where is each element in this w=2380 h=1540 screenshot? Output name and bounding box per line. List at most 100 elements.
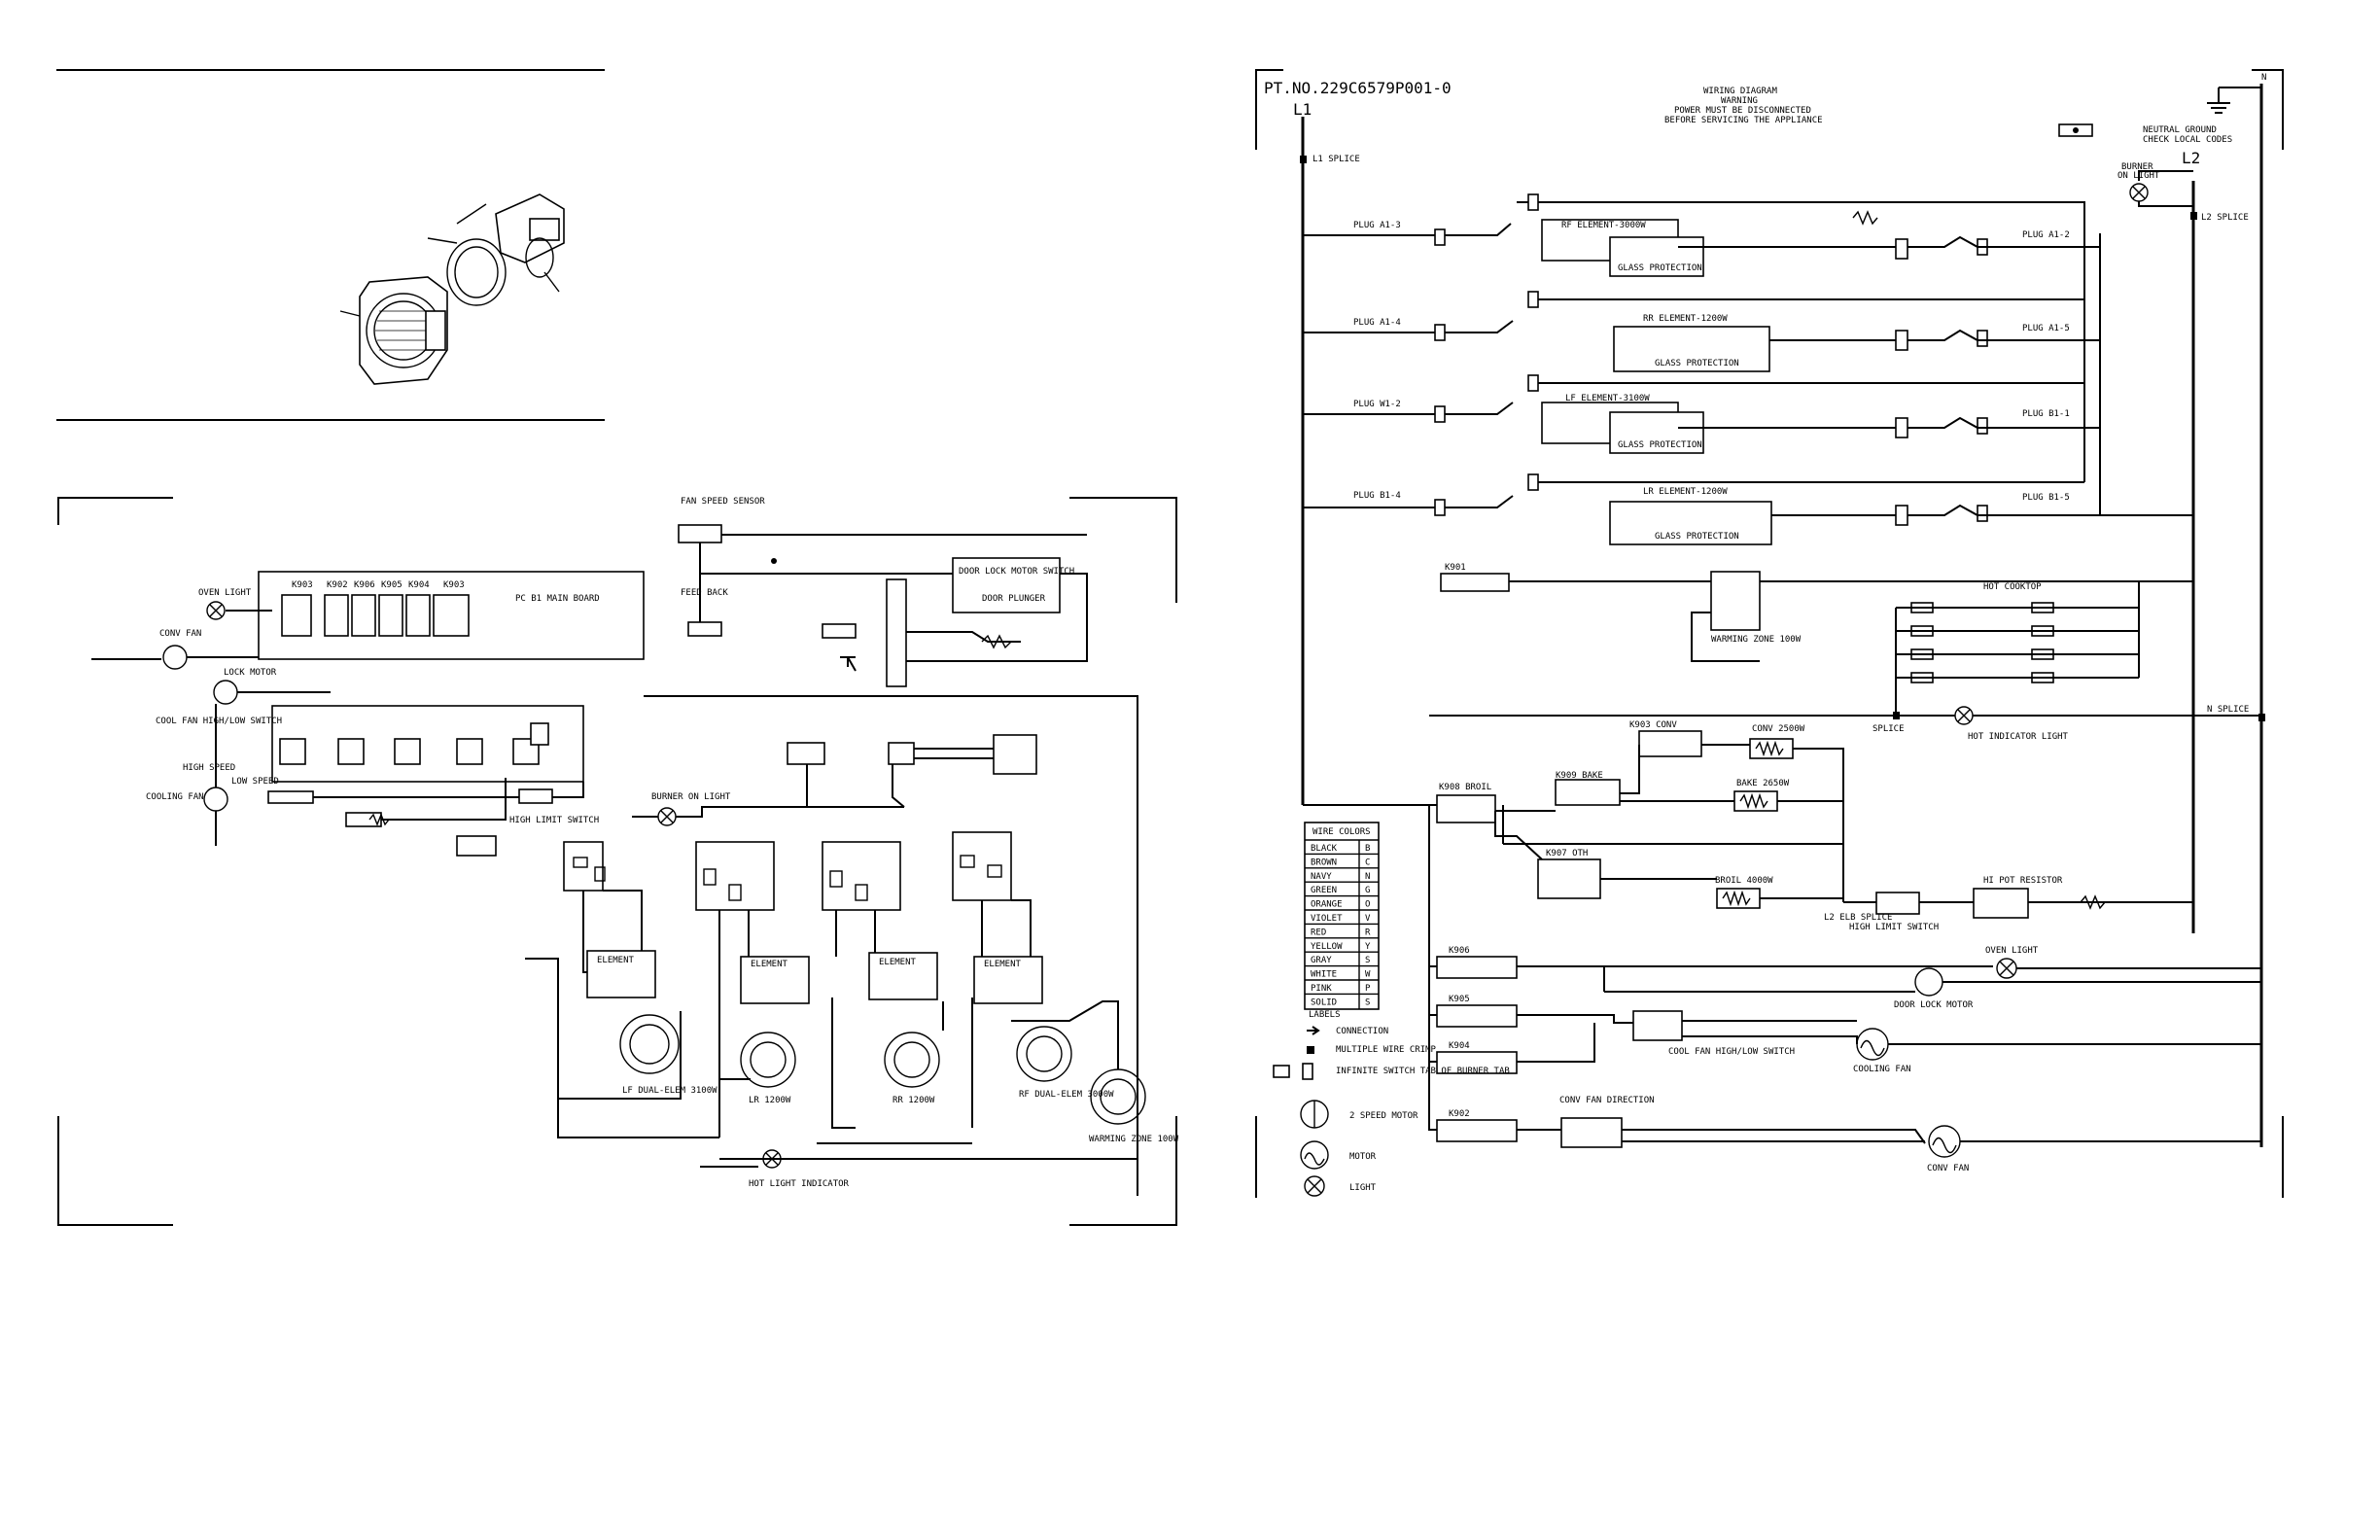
rr-dial-label: RR 1200W: [892, 1096, 935, 1105]
hot-light-left-label: HOT LIGHT INDICATOR: [749, 1179, 850, 1189]
lf-plug-out: PLUG B1-1: [2022, 409, 2070, 419]
svg-text:K903: K903: [443, 580, 465, 590]
lr-element-label: LR ELEMENT-1200W: [1643, 487, 1728, 497]
high-limit-left-label: HIGH LIMIT SWITCH: [509, 816, 599, 825]
k902-label: K902: [1449, 1109, 1470, 1119]
warming-zone-label: WARMING ZONE 100W: [1711, 635, 1802, 645]
l1-splice-label: L1 SPLICE: [1312, 155, 1360, 164]
lr-dial-label: LR 1200W: [749, 1096, 791, 1105]
header-line-3: POWER MUST BE DISCONNECTED: [1674, 106, 1811, 116]
high-limit-label: HIGH LIMIT SWITCH: [1849, 923, 1939, 932]
wire-color-name: GREEN: [1311, 886, 1337, 895]
left-element-blocks: [586, 950, 1043, 1004]
element-label-2: ELEMENT: [751, 960, 788, 969]
svg-text:MULTIPLE WIRE CRIMP: MULTIPLE WIRE CRIMP: [1336, 1045, 1437, 1055]
terminal-l2: L2: [2182, 149, 2200, 167]
warming-dial-label: WARMING ZONE 100W: [1089, 1135, 1179, 1144]
lf-dial-label: LF DUAL-ELEM 3100W: [622, 1086, 718, 1096]
header-line-1: WIRING DIAGRAM: [1703, 87, 1777, 96]
oven-light-left-label: OVEN LIGHT: [198, 588, 252, 598]
svg-text:INFINITE SWITCH TAB OF BURNER: INFINITE SWITCH TAB OF BURNER TAB: [1336, 1067, 1510, 1076]
door-lock-motor-icon: [1914, 967, 1943, 997]
wire-color-name: YELLOW: [1311, 942, 1343, 952]
burner-light-left-label: BURNER ON LIGHT: [651, 792, 731, 802]
feed-back-label: FEED BACK: [681, 588, 728, 598]
lf-glass: GLASS PROTECTION: [1618, 440, 1702, 450]
low-speed-label: LOW SPEED: [231, 777, 279, 787]
broil-label: BROIL 4000W: [1715, 876, 1773, 886]
wire-color-code: V: [1365, 914, 1371, 924]
lr-plug-out: PLUG B1-5: [2022, 493, 2070, 503]
rf-plug-in: PLUG A1-3: [1353, 221, 1401, 230]
svg-text:CONNECTION: CONNECTION: [1336, 1027, 1388, 1036]
part-number: PT.NO.229C6579P001-0: [1264, 79, 1452, 97]
cooktop-switches: [1910, 602, 2054, 683]
ground-note-1: NEUTRAL GROUND: [2143, 125, 2217, 135]
element-label-1: ELEMENT: [597, 956, 635, 965]
rf-glass: GLASS PROTECTION: [1618, 263, 1702, 273]
legend-motor-icon: MOTOR: [1300, 1140, 1377, 1170]
wire-color-code: C: [1365, 858, 1370, 867]
ground-icon: [2207, 87, 2261, 114]
svg-text:LIGHT: LIGHT: [1349, 1183, 1377, 1193]
wire-color-name: BROWN: [1311, 858, 1337, 867]
k905-label: K905: [1449, 995, 1470, 1004]
wire-color-name: PINK: [1311, 984, 1332, 994]
element-row-lf: LF ELEMENT-3100W PLUG W1-2 PLUG B1-1 GLA…: [1303, 374, 2100, 454]
legend-connection: CONNECTION: [1307, 1026, 1388, 1036]
element-label-4: ELEMENT: [984, 960, 1022, 969]
legend-title: LABELS: [1309, 1010, 1341, 1020]
lock-motor-left: [213, 680, 238, 705]
conv-fan-label: CONV FAN: [1927, 1164, 1969, 1173]
l2-splice-label: L2 SPLICE: [2201, 213, 2249, 223]
l2-elb-splice-label: L2 ELB SPLICE: [1824, 913, 1892, 923]
cool-fan-switch-left-label: COOL FAN HIGH/LOW SWITCH: [156, 717, 282, 726]
wire-color-code: W: [1365, 970, 1371, 980]
legend-light-icon: LIGHT: [1304, 1175, 1377, 1197]
svg-text:K905: K905: [381, 580, 402, 590]
svg-text:MOTOR: MOTOR: [1349, 1152, 1377, 1162]
left-dials: [619, 1014, 1146, 1125]
hot-light-left: [762, 1149, 782, 1169]
rf-dial-label: RF DUAL-ELEM 3000W: [1019, 1090, 1114, 1100]
right-page: PT.NO.229C6579P001-0 WIRING DIAGRAM WARN…: [1255, 69, 2284, 1198]
conv-label: CONV 2500W: [1752, 724, 1805, 734]
cooling-fan-left-label: COOLING FAN: [146, 792, 204, 802]
lock-motor-left-label: LOCK MOTOR: [224, 668, 277, 678]
wire-color-code: R: [1365, 928, 1371, 937]
conv-fan-left-label: CONV FAN: [159, 629, 201, 639]
hot-indicator-label: HOT INDICATOR LIGHT: [1968, 732, 2069, 742]
wire-colors-title: WIRE COLORS: [1312, 827, 1371, 837]
wire-color-code: S: [1365, 998, 1370, 1007]
door-plunger-label: DOOR PLUNGER: [982, 594, 1046, 604]
cooling-fan-left: [203, 787, 228, 812]
k909-label: K909 BAKE: [1556, 771, 1603, 781]
lr-glass: GLASS PROTECTION: [1655, 532, 1739, 542]
terminal-n: N: [2261, 73, 2266, 83]
splice-label: SPLICE: [1872, 724, 1905, 734]
oven-light-label: OVEN LIGHT: [1985, 946, 2039, 956]
wire-color-name: WHITE: [1311, 970, 1337, 980]
wire-color-code: N: [1365, 872, 1370, 882]
wire-color-code: S: [1365, 956, 1370, 965]
element-row-lr: LR ELEMENT-1200W PLUG B1-4 PLUG B1-5 GLA…: [1303, 473, 2100, 545]
legend-infinite-switch: INFINITE SWITCH TAB OF BURNER TAB: [1273, 1063, 1510, 1080]
element-row-rf: RF ELEMENT-3000W PLUG A1-3 PLUG A1-2 GLA…: [1303, 193, 2101, 277]
wire-color-name: ORANGE: [1311, 900, 1343, 910]
k903-label: K903 CONV: [1629, 720, 1677, 730]
wire-color-name: GRAY: [1311, 956, 1332, 965]
cooling-fan-label: COOLING FAN: [1853, 1065, 1911, 1074]
wire-color-code: G: [1365, 886, 1370, 895]
wire-color-code: O: [1365, 900, 1370, 910]
wire-color-code: B: [1365, 844, 1370, 854]
hot-cooktop-label: HOT COOKTOP: [1983, 582, 2042, 592]
wire-color-name: NAVY: [1311, 872, 1332, 882]
fan-assembly-illustration: [339, 193, 565, 385]
n-splice-label: N SPLICE: [2207, 705, 2249, 715]
cool-fan-switch-label: COOL FAN HIGH/LOW SWITCH: [1668, 1047, 1795, 1057]
cooling-fan-icon: [1856, 1028, 1889, 1061]
bake-label: BAKE 2650W: [1736, 779, 1790, 788]
rr-plug-out: PLUG A1-5: [2022, 324, 2070, 333]
